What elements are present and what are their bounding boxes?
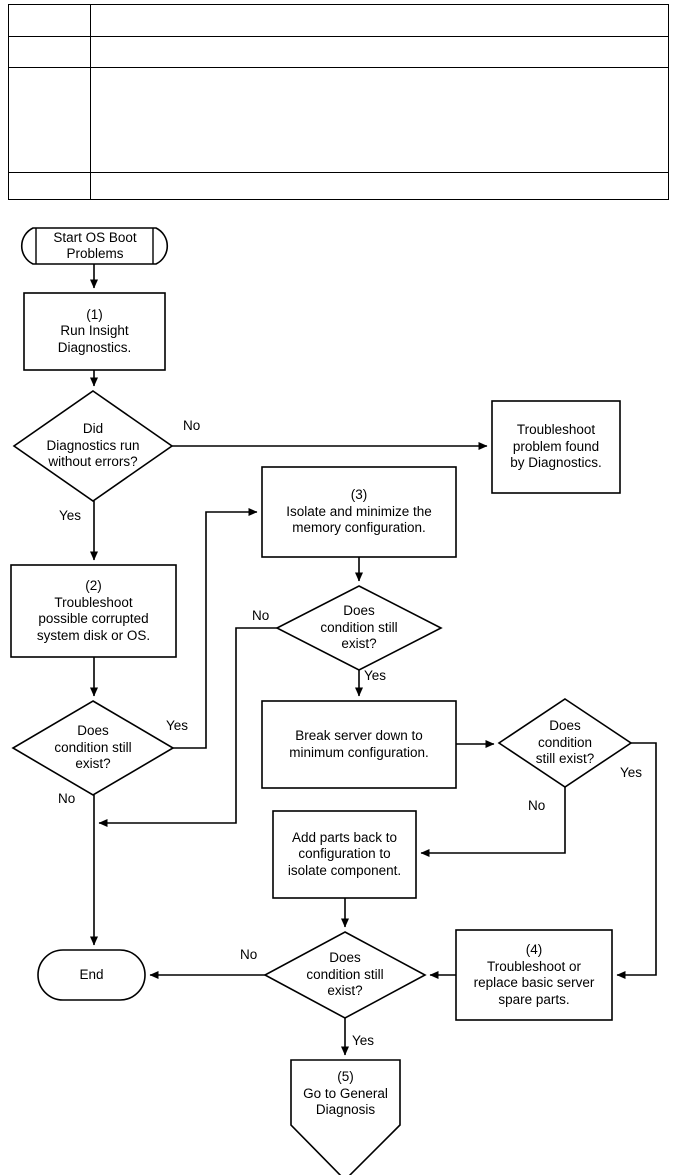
edge-min-yes — [616, 742, 657, 979]
node-start — [20, 227, 169, 265]
node-step4 — [455, 929, 613, 1021]
node-break-server — [261, 700, 457, 789]
node-end — [37, 949, 146, 1001]
edge-label-diag-yes: Yes — [59, 508, 82, 523]
node-step3 — [261, 466, 457, 558]
node-add-parts — [272, 810, 417, 899]
edge-label-mem-no: No — [252, 608, 270, 623]
table-cell — [8, 172, 91, 200]
table-cell — [8, 36, 91, 68]
node-decision-parts — [263, 931, 427, 1019]
edge-os-yes — [173, 508, 258, 749]
edge-label-mem-yes: Yes — [364, 668, 387, 683]
table-cell — [90, 67, 669, 173]
edge-label-parts-no: No — [240, 947, 258, 962]
edge-label-min-yes: Yes — [620, 765, 643, 780]
edge-label-os-yes: Yes — [166, 718, 189, 733]
edge-label-min-no: No — [528, 798, 546, 813]
node-step1 — [23, 292, 166, 371]
table-row — [8, 172, 669, 200]
table-cell — [8, 67, 91, 173]
table-row — [8, 67, 669, 173]
edge-label-parts-yes: Yes — [352, 1033, 375, 1048]
node-decision-mem — [275, 585, 443, 671]
edge-label-diag-no: No — [183, 418, 201, 433]
edge-mem-no — [98, 627, 277, 827]
node-troubleshoot-diag — [491, 400, 621, 494]
node-step5 — [290, 1059, 401, 1175]
node-decision-min — [497, 698, 633, 788]
node-decision-diag — [12, 390, 174, 502]
table-cell — [90, 172, 669, 200]
edge-label-os-no: No — [58, 791, 76, 806]
node-decision-os — [11, 700, 175, 796]
spec-table — [8, 4, 669, 200]
edge-min-no — [420, 787, 566, 857]
node-step2 — [10, 564, 177, 658]
